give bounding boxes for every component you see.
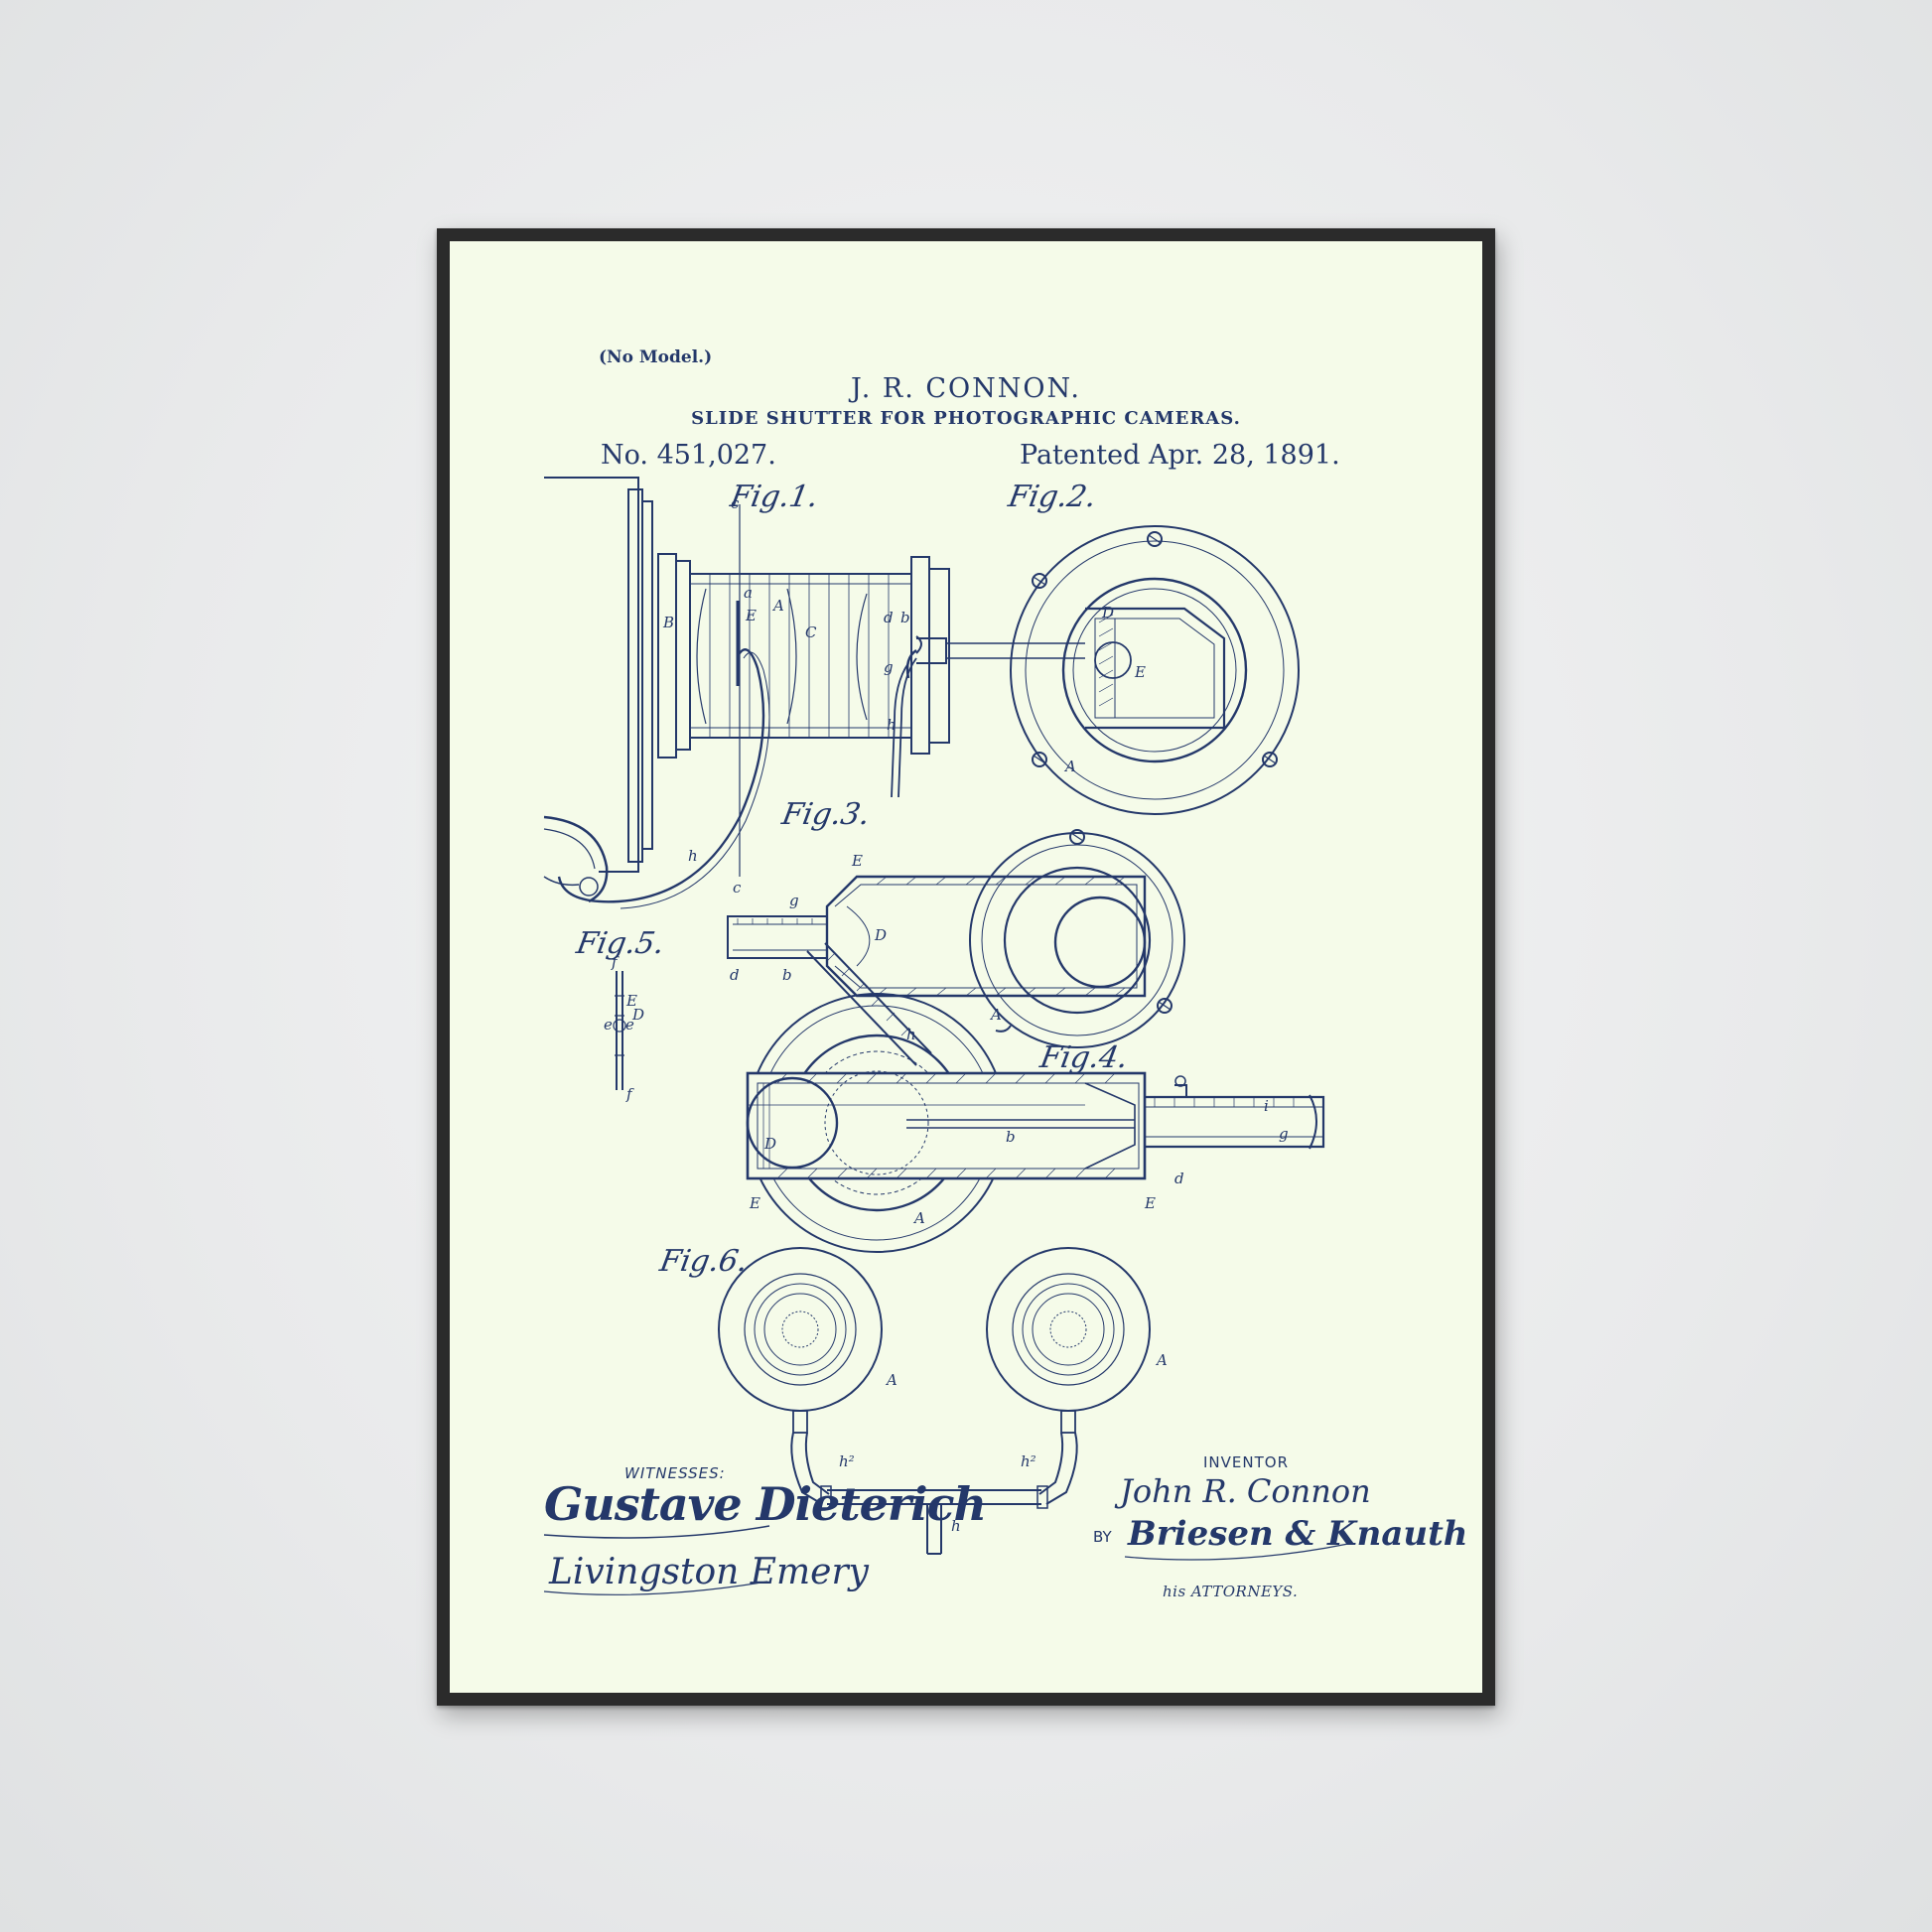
ref-letter: h²: [839, 1452, 855, 1470]
fig3-label: Fig.3.: [778, 797, 873, 832]
ref-letter: b: [782, 966, 792, 984]
patent-drawing: [543, 477, 1349, 1595]
ref-letter: C: [805, 623, 817, 641]
ref-letter: h: [688, 847, 698, 865]
patent-date: Patented Apr. 28, 1891.: [1020, 440, 1340, 471]
fig4-label: Fig.4.: [1036, 1040, 1131, 1075]
invention-title: SLIDE SHUTTER FOR PHOTOGRAPHIC CAMERAS.: [691, 408, 1241, 429]
ref-letter: E: [626, 992, 637, 1010]
ref-letter: A: [1065, 758, 1076, 775]
ref-letter: e: [625, 1016, 634, 1034]
fig2-label: Fig.2.: [1005, 480, 1099, 514]
ref-letter: d: [884, 609, 894, 626]
ref-letter: g: [884, 658, 894, 676]
ref-letter: D: [764, 1135, 777, 1153]
ref-letter: c: [731, 494, 740, 512]
ref-letter: A: [887, 1371, 897, 1389]
ref-letter: b: [900, 609, 910, 626]
fig2-front-view: [891, 525, 1300, 815]
patent-print: (No Model.) J. R. CONNON. SLIDE SHUTTER …: [450, 241, 1482, 1693]
fig4-plan-view: [746, 993, 1325, 1253]
ref-letter: e: [604, 1016, 613, 1034]
ref-letter: B: [663, 614, 675, 631]
ref-letter: A: [991, 1006, 1002, 1024]
patent-number: No. 451,027.: [601, 440, 776, 471]
ref-letter: f: [626, 1085, 632, 1103]
fig5-label: Fig.5.: [573, 926, 667, 961]
ref-letter: h: [887, 716, 897, 734]
ref-letter: D: [632, 1006, 645, 1024]
ref-letter: d: [1174, 1170, 1184, 1187]
ref-letter: h: [906, 1026, 916, 1043]
ref-letter: D: [1102, 604, 1115, 621]
ref-letter: i: [1264, 1097, 1269, 1115]
ref-letter: E: [1145, 1194, 1156, 1212]
ref-letter: E: [852, 852, 863, 870]
fig6-double-shutter: [718, 1247, 1151, 1555]
ref-letter: b: [1006, 1128, 1016, 1146]
ref-letter: g: [789, 892, 799, 909]
ref-letter: A: [914, 1209, 925, 1227]
ref-letter: d: [730, 966, 740, 984]
fig5-edge-view: [613, 971, 626, 1090]
by-label: BY: [1093, 1528, 1112, 1546]
ref-letter: A: [1157, 1351, 1168, 1369]
attorneys-signature: Briesen & Knauth: [1128, 1514, 1468, 1554]
ref-letter: a: [744, 584, 753, 602]
picture-frame: (No Model.) J. R. CONNON. SLIDE SHUTTER …: [437, 228, 1495, 1706]
witnesses-label: WITNESSES:: [624, 1464, 726, 1482]
ref-letter: A: [773, 597, 784, 615]
witness-signature-1: Gustave Dieterich: [544, 1477, 987, 1531]
ref-letter: E: [750, 1194, 760, 1212]
ref-letter: h: [951, 1517, 961, 1535]
ref-letter: E: [1135, 663, 1146, 681]
ref-letter: D: [875, 926, 888, 944]
witness-signature-2: Livingston Emery: [549, 1552, 870, 1592]
fig6-label: Fig.6.: [656, 1244, 751, 1279]
ref-letter: c: [733, 879, 742, 897]
inventor-signature: John R. Connon: [1120, 1472, 1371, 1510]
fig3-section-view: [727, 829, 1185, 1066]
inventor-label: INVENTOR: [1203, 1453, 1289, 1471]
fig1-label: Fig.1.: [727, 480, 821, 514]
ref-letter: f: [612, 953, 618, 971]
ref-letter: E: [746, 607, 757, 624]
no-model-note: (No Model.): [599, 347, 713, 367]
ref-letter: h²: [1021, 1452, 1036, 1470]
ref-letter: g: [1279, 1125, 1289, 1143]
fig1-camera-side-view: [543, 477, 950, 909]
attorneys-label: his ATTORNEYS.: [1163, 1583, 1299, 1600]
inventor-heading: J. R. CONNON.: [850, 373, 1082, 404]
